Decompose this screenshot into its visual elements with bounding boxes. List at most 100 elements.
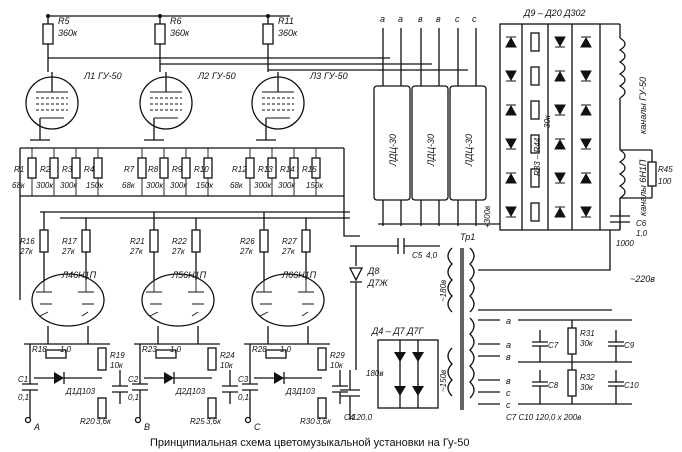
bridge-resistor xyxy=(530,134,540,154)
r33-ref: R33 – R44 xyxy=(533,137,542,176)
driver-tube-label: Л56Н1П xyxy=(171,270,207,280)
bridge-diode xyxy=(505,104,517,116)
cathode-res-value: 1,0 xyxy=(280,345,292,354)
driver-res-b-ref: R27 xyxy=(282,237,297,246)
v180dc-label: 180в xyxy=(366,369,384,378)
r31-ref: R31 xyxy=(580,329,595,338)
input-terminal xyxy=(24,416,32,424)
driver-res-a-ref: R16 xyxy=(20,237,35,246)
input-diode-wire xyxy=(254,372,322,384)
filter-section: С7 С8 С9 С10 R31 30к R32 30к xyxy=(518,319,639,405)
r7-ref: R7 xyxy=(124,165,135,174)
input-terminal-label: В xyxy=(144,422,150,432)
driver-tube xyxy=(31,273,105,327)
secondary-terminals: а а в в с с xyxy=(478,316,511,410)
driver-res-a-value: 27к xyxy=(129,247,144,256)
v150-label: ~150в xyxy=(439,370,448,392)
bridge-resistor xyxy=(530,168,540,188)
bridge-diode xyxy=(554,70,566,82)
r6-ref: R6 xyxy=(170,16,182,26)
r9-ref: R9 xyxy=(172,165,183,174)
term-v1: в xyxy=(418,14,423,24)
r2-value: 300к xyxy=(36,181,54,190)
driver-cathode-wires xyxy=(134,326,220,345)
lamp-2: ЛДЦ-30 xyxy=(411,85,449,201)
term-v2: в xyxy=(436,14,441,24)
r6-value: 360к xyxy=(170,28,190,38)
driver-res-a-ref: R26 xyxy=(240,237,255,246)
c6-volt: 1000 xyxy=(616,239,634,248)
c6-value: 1,0 xyxy=(636,229,648,238)
driver-wires xyxy=(263,212,307,280)
l3-type: ГУ-50 xyxy=(324,71,348,81)
input-diode xyxy=(164,372,174,384)
cathode-res2 xyxy=(207,347,217,371)
input-cap xyxy=(242,344,258,418)
bridge-diode xyxy=(554,138,566,150)
r32-ref: R32 xyxy=(580,373,595,382)
r8-value: 300к xyxy=(146,181,164,190)
r10-value: 150к xyxy=(196,181,214,190)
cathode-res xyxy=(265,349,287,359)
r13-value: 300к xyxy=(254,181,272,190)
input-terminal-label: А xyxy=(33,422,40,432)
bridge-diode xyxy=(580,172,592,184)
c5-value: 4,0 xyxy=(426,251,438,260)
cap-c6: C6 1,0 1000 xyxy=(610,210,648,248)
sec-a2: а xyxy=(506,340,511,350)
sec-a1: а xyxy=(506,316,511,326)
input-cap xyxy=(132,344,148,418)
lamp2-label: ЛДЦ-30 xyxy=(426,134,436,167)
input-cap-value: 0,1 xyxy=(18,393,29,402)
bridge-resistor xyxy=(530,32,540,52)
cathode-res-ref: R18 xyxy=(32,345,47,354)
cathode-res-value: 1,0 xyxy=(60,345,72,354)
resistor-r45: R45 100 xyxy=(620,149,673,199)
cathode-res xyxy=(45,349,67,359)
c7-label: С7 xyxy=(548,341,559,350)
r1-ref: R1 xyxy=(14,165,24,174)
d4d7-label: Д4 – Д7 Д7Г xyxy=(371,326,425,336)
bridge-diode xyxy=(554,206,566,218)
input-diode-wire xyxy=(34,372,102,384)
input-cap-ref: С2 xyxy=(128,375,139,384)
r45-ref: R45 xyxy=(658,165,673,174)
filter-caps-label: С7 С10 120,0 х 200в xyxy=(506,413,581,422)
c10-label: С10 xyxy=(624,381,639,390)
driver-res-a-value: 27к xyxy=(239,247,254,256)
r4-ref: R4 xyxy=(84,165,95,174)
input-terminal xyxy=(134,416,142,424)
driver-res-a-ref: R21 xyxy=(130,237,145,246)
cap-c5: C5 4,0 xyxy=(350,238,440,260)
term-c1: с xyxy=(455,14,460,24)
diode-bridge-small xyxy=(377,339,439,409)
bottom-res-ref: R25 xyxy=(190,417,205,426)
sec-c1: с xyxy=(506,388,511,398)
bridge-diode xyxy=(554,104,566,116)
bottom-res xyxy=(317,397,327,419)
r1-value: 68к xyxy=(12,181,26,190)
input-cap-ref: С1 xyxy=(18,375,28,384)
cathode-res-value: 1,0 xyxy=(170,345,182,354)
lamp3-label: ЛДЦ-30 xyxy=(464,134,474,167)
r10-ref: R10 xyxy=(194,165,209,174)
c4-ref: С4 xyxy=(344,413,355,422)
diode-bridge xyxy=(499,23,601,231)
input-diode-label: Д1Д103 xyxy=(65,387,96,396)
v180-label: ~180в xyxy=(439,280,448,302)
d8-ref: Д8 xyxy=(367,266,379,276)
input-cap xyxy=(22,344,38,418)
driver-res-b xyxy=(81,229,91,253)
bridge-diode xyxy=(505,206,517,218)
driver-cathode-wires xyxy=(244,326,330,345)
r5-value: 360к xyxy=(58,28,78,38)
driver-res-b-value: 27к xyxy=(61,247,76,256)
c4-value: 120,0 xyxy=(352,413,373,422)
diagram-caption: Принципиальная схема цветомузыкальной ус… xyxy=(150,437,469,449)
driver-res-a xyxy=(259,229,269,253)
r7-value: 68к xyxy=(122,181,136,190)
r4-value: 150к xyxy=(86,181,104,190)
driver-res-a xyxy=(149,229,159,253)
cathode-res2-ref: R29 xyxy=(330,351,345,360)
v300-label: +300в xyxy=(483,206,492,228)
